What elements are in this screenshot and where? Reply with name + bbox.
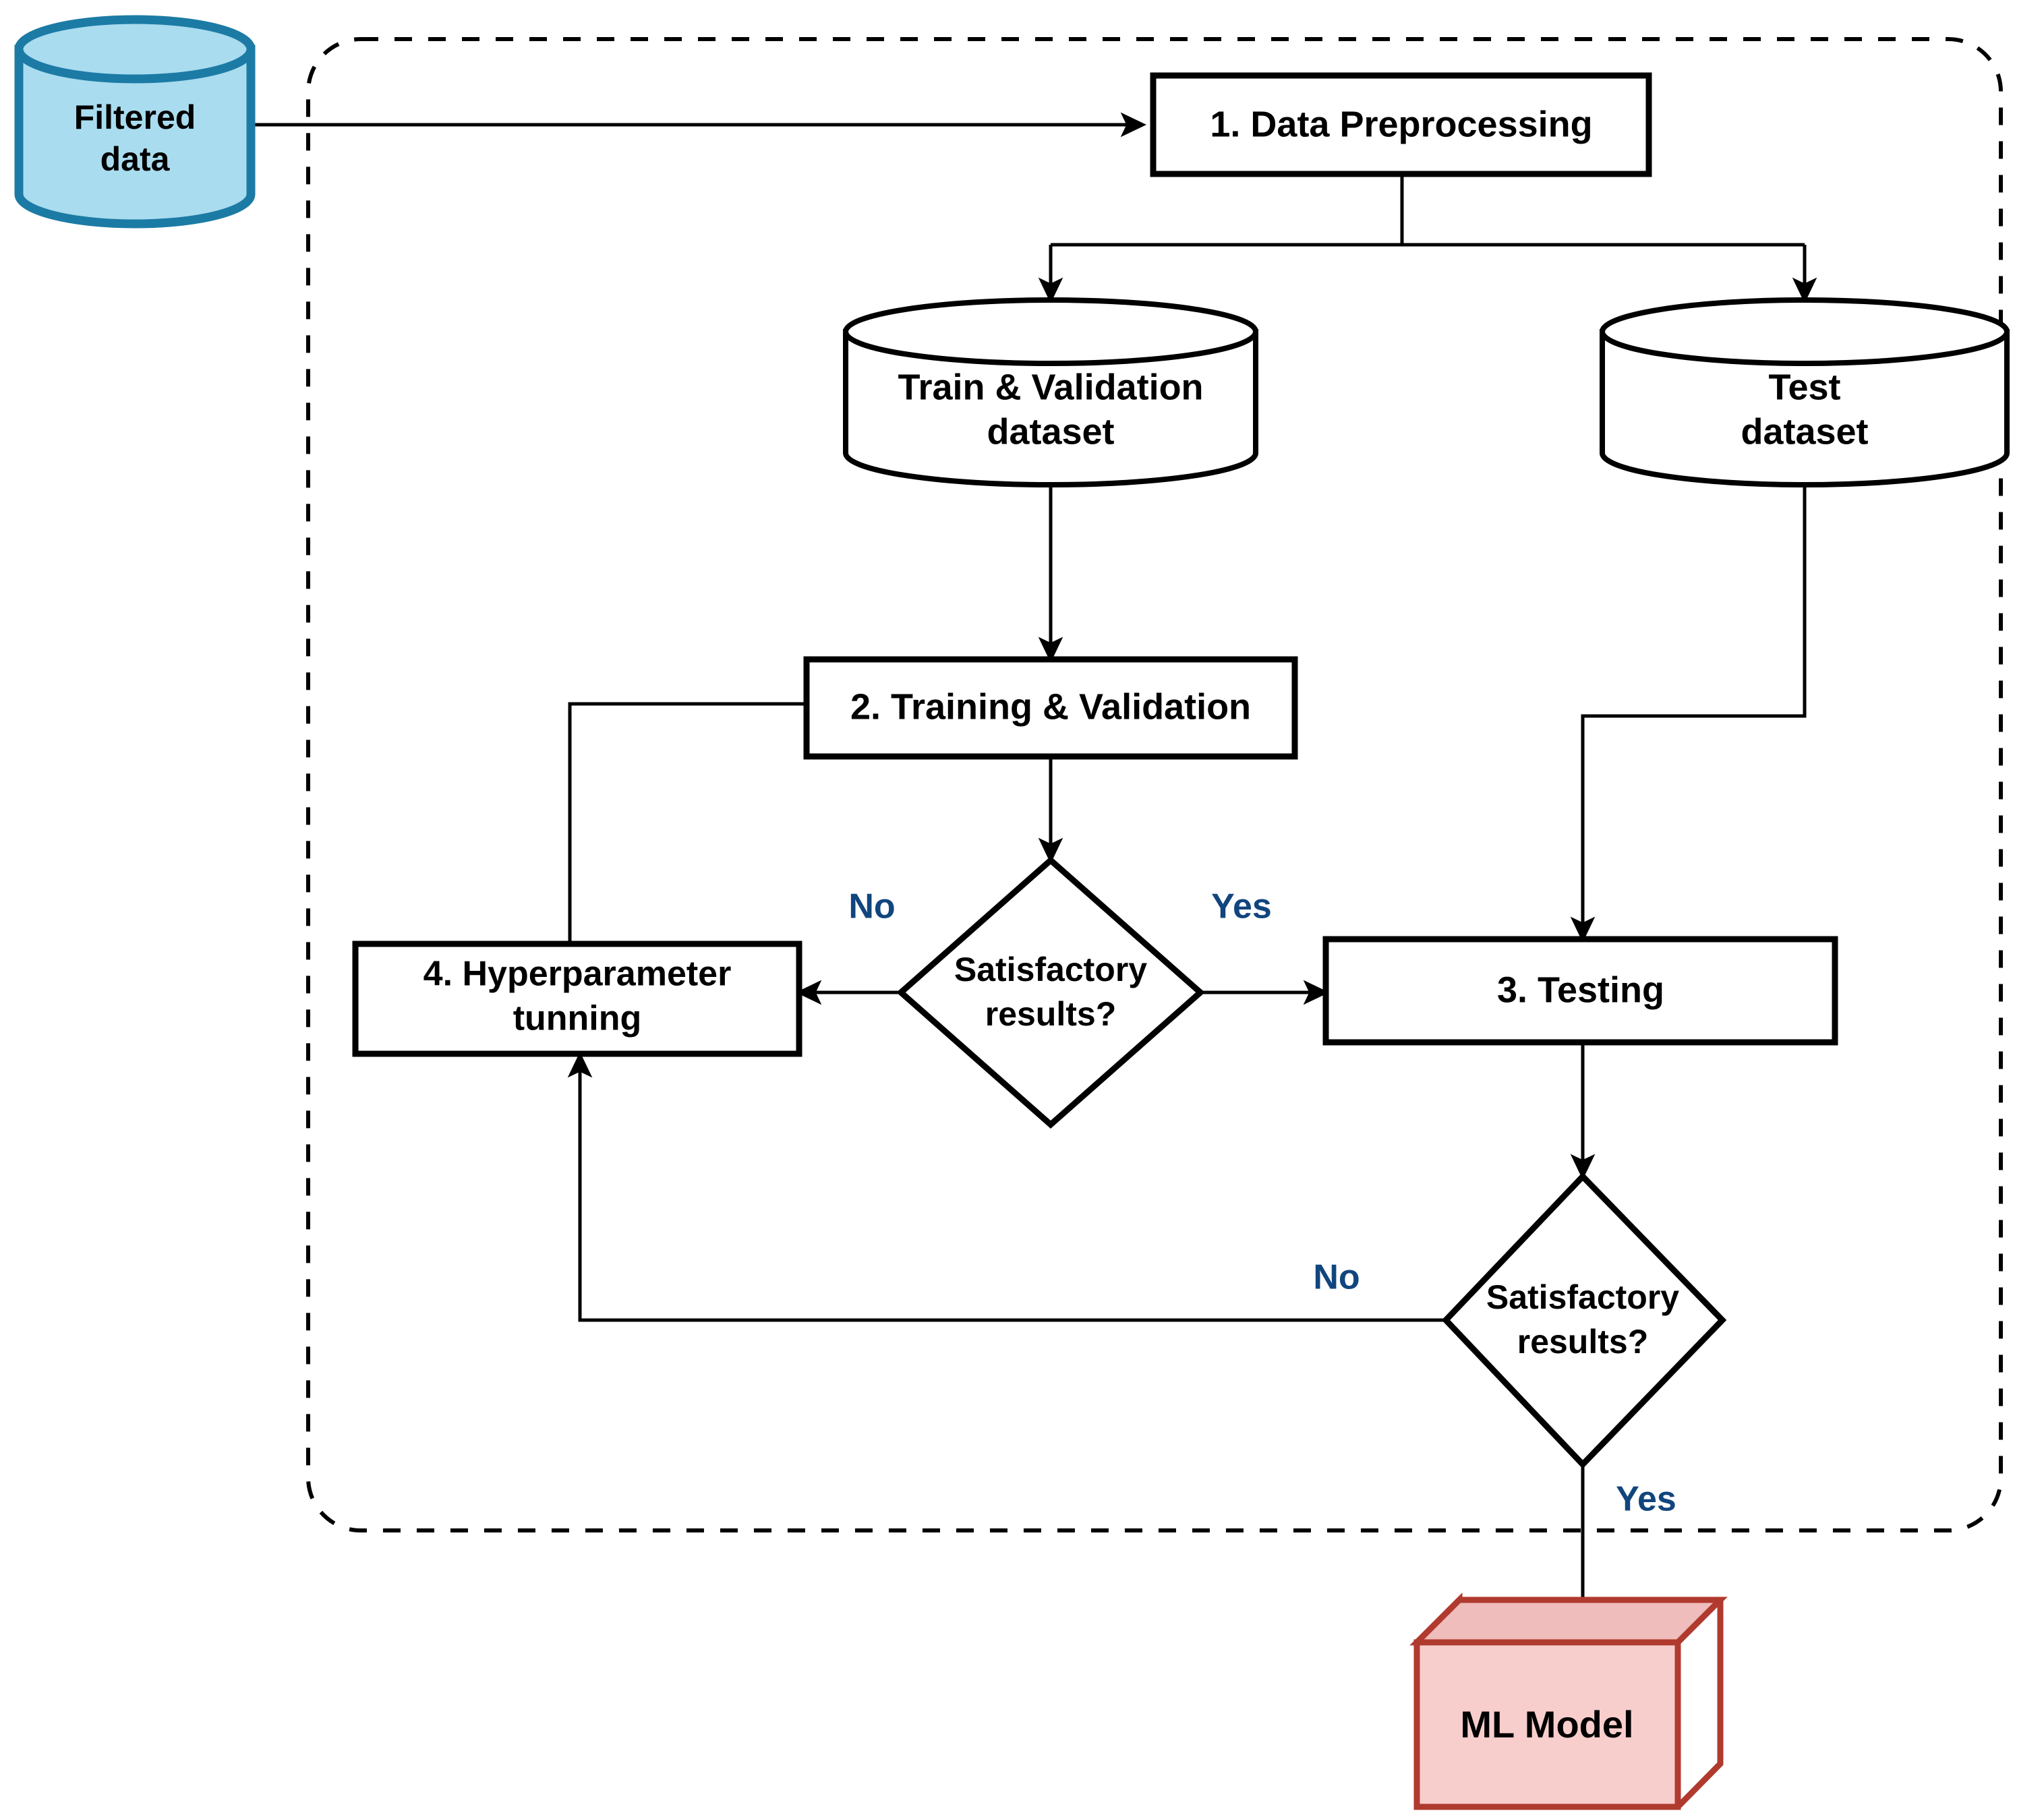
decision-one-label-line1: Satisfactory xyxy=(954,951,1147,988)
training-validation-box xyxy=(803,656,1298,760)
filtered-data-label-line1: Filtered xyxy=(74,98,196,136)
branch-label-decision-one-yes: Yes xyxy=(1211,887,1272,926)
training-validation-label: 2. Training & Validation xyxy=(850,686,1251,727)
hyperparameter-tuning-box xyxy=(352,941,802,1057)
node-testing[interactable]: 3. Testing xyxy=(1322,936,1838,1046)
edge-tuning-to-training-feedback xyxy=(568,691,907,944)
test-dataset-label-line2: dataset xyxy=(1741,411,1868,452)
node-test-dataset[interactable]: Test dataset xyxy=(1600,297,2010,487)
ml-model-label: ML Model xyxy=(1460,1703,1633,1746)
test-dataset-label-line1: Test xyxy=(1768,367,1840,407)
filtered-data-cylinder-body xyxy=(14,44,256,229)
filtered-data-label-line2: data xyxy=(100,140,171,178)
train-validation-label-line2: dataset xyxy=(987,411,1114,452)
ml-model-right-edge xyxy=(1675,1600,1724,1810)
node-filtered-data[interactable]: Filtered data xyxy=(14,15,256,229)
ml-model-top-face xyxy=(1409,1597,1728,1646)
decision-one-diamond xyxy=(896,856,1205,1129)
testing-label: 3. Testing xyxy=(1497,970,1664,1010)
hyperparameter-tuning-label-line1: 4. Hyperparameter xyxy=(424,955,732,994)
node-hyperparameter-tuning[interactable]: 4. Hyperparameter tunning xyxy=(352,941,802,1057)
branch-label-decision-two-yes: Yes xyxy=(1616,1480,1676,1519)
decision-two-label-line1: Satisfactory xyxy=(1486,1278,1679,1316)
node-ml-model[interactable]: ML Model xyxy=(1409,1592,1728,1810)
decision-two-diamond xyxy=(1441,1172,1727,1469)
data-preprocessing-box xyxy=(1150,72,1652,177)
test-dataset-cylinder-top xyxy=(1600,297,2010,366)
train-validation-cylinder-body xyxy=(843,329,1258,487)
node-decision-one[interactable]: Satisfactory results? xyxy=(896,856,1205,1129)
decision-two-label-line2: results? xyxy=(1517,1323,1649,1361)
testing-box xyxy=(1322,936,1838,1046)
node-train-validation-dataset[interactable]: Train & Validation dataset xyxy=(843,297,1258,487)
branch-label-decision-two-no: No xyxy=(1313,1258,1360,1297)
node-training-validation[interactable]: 2. Training & Validation xyxy=(803,656,1298,760)
ml-model-front-face xyxy=(1413,1639,1681,1810)
node-decision-two[interactable]: Satisfactory results? xyxy=(1441,1172,1727,1469)
filtered-data-cylinder-top xyxy=(14,15,256,84)
hyperparameter-tuning-label-line2: tunning xyxy=(513,999,642,1038)
data-preprocessing-label: 1. Data Preprocessing xyxy=(1210,104,1592,144)
branch-label-decision-one-no: No xyxy=(848,887,895,926)
train-validation-cylinder-top xyxy=(843,297,1258,366)
edge-test-dataset-to-testing xyxy=(1570,484,1807,943)
edge-preprocessing-split-bus xyxy=(1051,174,1805,247)
train-validation-label-line1: Train & Validation xyxy=(898,367,1203,407)
edge-decision-two-no-to-tuning xyxy=(567,1052,1446,1322)
decision-one-label-line2: results? xyxy=(985,995,1117,1033)
node-data-preprocessing[interactable]: 1. Data Preprocessing xyxy=(1150,72,1652,177)
ml-pipeline-boundary xyxy=(306,37,2003,1532)
test-dataset-cylinder-body xyxy=(1600,329,2010,487)
